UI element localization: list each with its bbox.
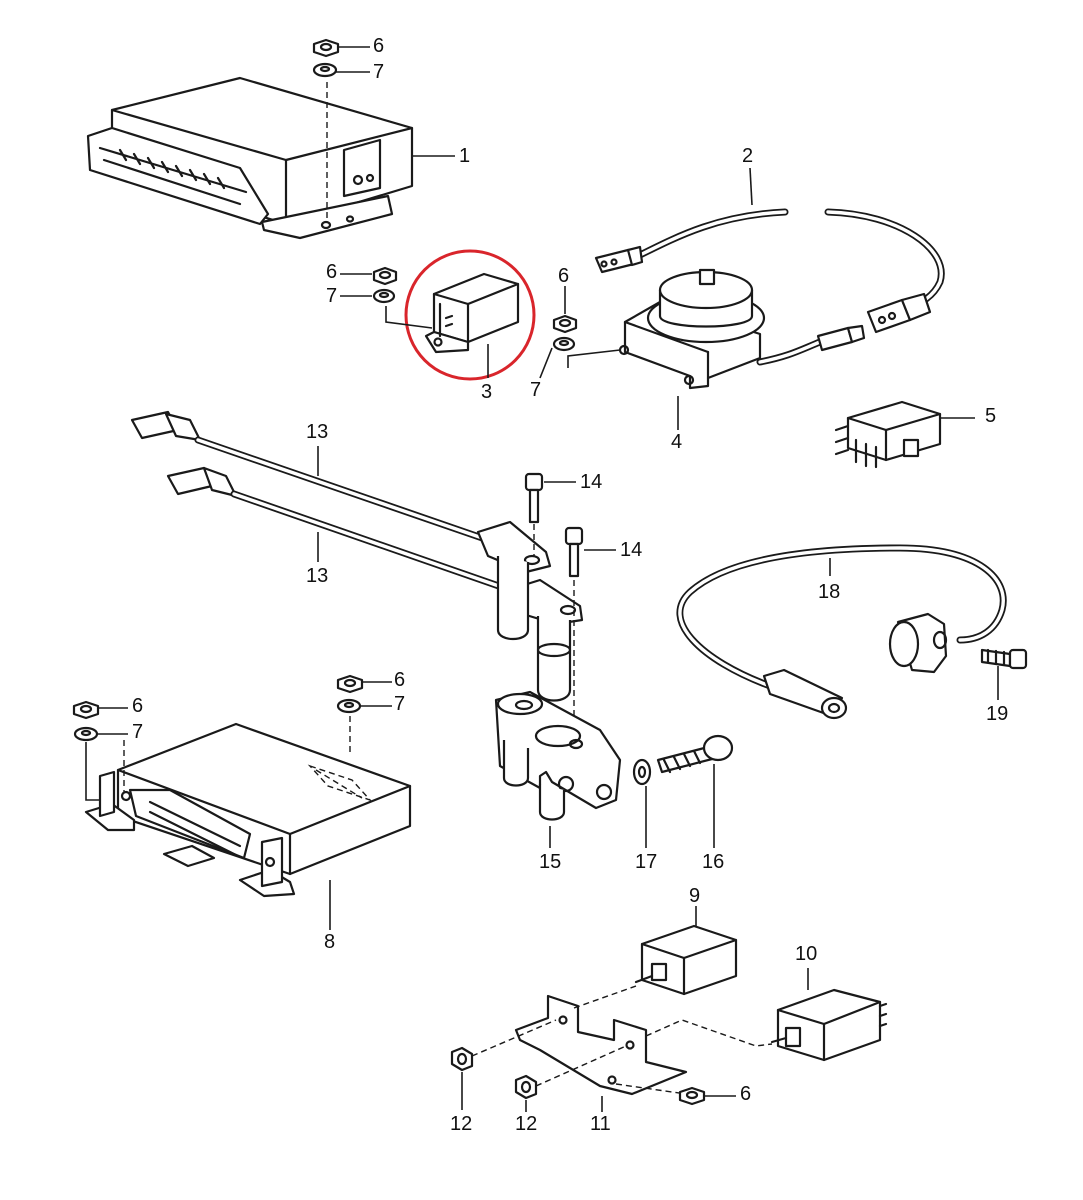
callout-9: 9 [689, 885, 701, 907]
part-2-wiring [594, 208, 945, 366]
part-11-bracket [514, 994, 688, 1096]
callout-18: 18 [818, 581, 841, 603]
callout-19: 19 [986, 703, 1009, 725]
nut-6-bottom [678, 1086, 706, 1106]
washer-7-lower [336, 698, 362, 714]
part-10-relay [770, 988, 888, 1062]
callout-7-top: 7 [373, 61, 385, 83]
callout-6-bottom: 6 [740, 1083, 752, 1105]
nut-6-mid-right [552, 314, 578, 334]
callout-7-left: 7 [132, 721, 144, 743]
part-14-bolt-a [524, 472, 544, 524]
part-14-bolt-b [564, 526, 584, 578]
part-3-relay [424, 272, 520, 354]
part-5-relay-block [834, 400, 942, 469]
part-17-washer [632, 758, 652, 786]
callout-7-relay: 7 [326, 285, 338, 307]
part-19-bolt [980, 648, 1028, 670]
callout-16: 16 [702, 851, 725, 873]
nut-6-left [72, 700, 100, 720]
callout-8: 8 [324, 931, 336, 953]
callout-17: 17 [635, 851, 658, 873]
part-9-relay [634, 924, 738, 996]
callout-6-lower: 6 [394, 669, 406, 691]
callout-13-a: 13 [306, 421, 329, 443]
nut-6-lower [336, 674, 364, 694]
callout-1: 1 [459, 145, 471, 167]
callout-7-mid: 7 [530, 379, 542, 401]
nut-6-relay [372, 266, 398, 286]
part-16-bolt [656, 734, 734, 774]
nut-12-b [514, 1074, 538, 1100]
callout-11: 11 [590, 1113, 611, 1135]
callout-14-a: 14 [580, 471, 603, 493]
part-13-sensor-cables [130, 410, 584, 702]
part-1-control-unit [86, 76, 414, 240]
callout-12-b: 12 [515, 1113, 538, 1135]
part-4-actuator [618, 268, 766, 390]
nut-12-a [450, 1046, 474, 1072]
callout-10: 10 [795, 943, 818, 965]
highlight-circle [404, 249, 536, 381]
nut-6-top [312, 38, 340, 58]
washer-7-relay [372, 288, 396, 304]
callout-2: 2 [742, 145, 754, 167]
callout-14-b: 14 [620, 539, 643, 561]
washer-7-top [312, 62, 338, 78]
callout-7-lower: 7 [394, 693, 406, 715]
washer-7-mid-right [552, 336, 576, 352]
callout-13-b: 13 [306, 565, 329, 587]
part-8-control-unit [84, 722, 412, 898]
callout-6-mid: 6 [558, 265, 570, 287]
callout-6-top: 6 [373, 35, 385, 57]
callout-5: 5 [985, 405, 997, 427]
callout-6-left: 6 [132, 695, 144, 717]
part-18-sensor-head [888, 612, 948, 674]
callout-15: 15 [539, 851, 562, 873]
callout-4: 4 [671, 431, 683, 453]
part-18-sensor-cable [676, 544, 1007, 720]
callout-3: 3 [481, 381, 493, 403]
callout-6-relay: 6 [326, 261, 338, 283]
callout-12-a: 12 [450, 1113, 473, 1135]
part-15-holder [494, 690, 622, 821]
washer-7-left [73, 726, 99, 742]
